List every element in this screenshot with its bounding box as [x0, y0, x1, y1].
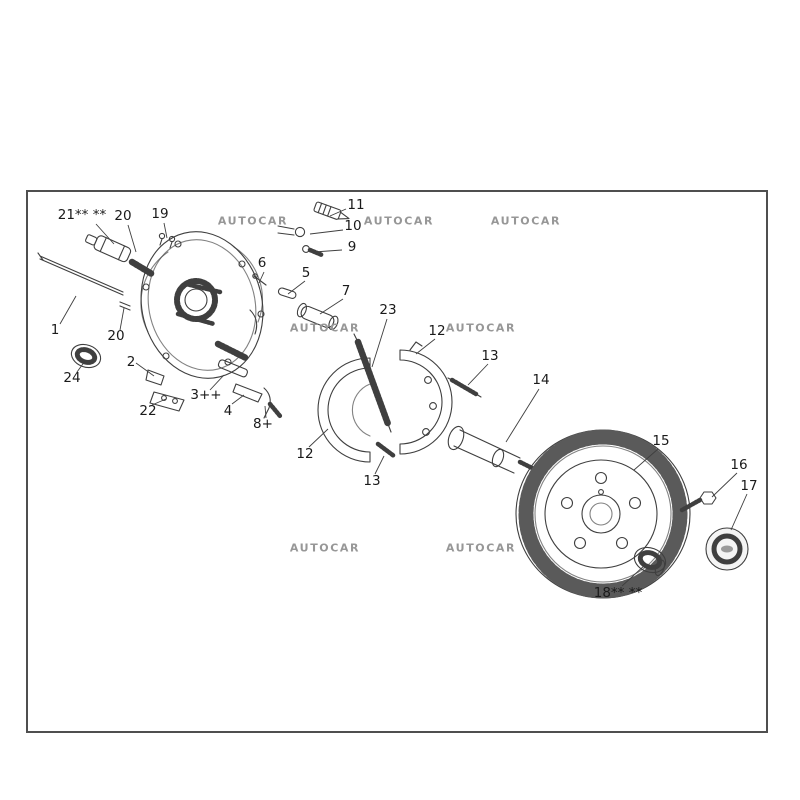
watermark: AUTOCAR	[490, 214, 562, 228]
adjuster-cylinder-part-21	[85, 234, 132, 263]
pin-part-5	[277, 287, 297, 299]
spring-part-13-upper	[447, 377, 482, 398]
watermark: AUTOCAR	[445, 541, 517, 555]
part-label-7: 7	[341, 283, 351, 299]
part-label-14: 14	[532, 372, 550, 388]
exploded-diagram-drawing	[37, 201, 749, 599]
part-label-20-top: 20	[114, 208, 132, 224]
part-label-8: 8+	[253, 416, 273, 432]
part-label-11: 11	[347, 197, 365, 213]
part-label-21: 21** **	[57, 207, 107, 223]
part-label-22: 22	[139, 403, 157, 419]
diagram-frame	[26, 190, 768, 733]
part-label-23: 23	[379, 302, 397, 318]
part-label-9: 9	[347, 239, 357, 255]
lever-part-4	[232, 383, 263, 403]
watermark: AUTOCAR	[445, 321, 517, 335]
part-label-24: 24	[63, 370, 81, 386]
part-label-16: 16	[730, 457, 748, 473]
part-label-15: 15	[652, 433, 670, 449]
part-label-5: 5	[301, 265, 311, 281]
part-label-12-lower: 12	[296, 446, 314, 462]
fork-clip-part-10	[277, 225, 306, 238]
brake-shoe-right-part-12	[399, 341, 453, 455]
part-label-2: 2	[126, 354, 136, 370]
part-label-19: 19	[151, 206, 169, 222]
leader-lines	[59, 208, 748, 587]
screws-part-19	[158, 232, 176, 249]
part-label-13-upper: 13	[481, 348, 499, 364]
hub-nut-part-18	[633, 546, 667, 577]
bleeder-screw-part-11	[313, 201, 350, 220]
watermark: AUTOCAR	[217, 214, 289, 228]
strut-part-3	[217, 359, 248, 378]
watermark: AUTOCAR	[363, 214, 435, 228]
part-label-17: 17	[740, 478, 758, 494]
spring-part-23	[353, 333, 392, 433]
part-label-20-bottom: 20	[107, 328, 125, 344]
part-label-10: 10	[344, 218, 362, 234]
watermark: AUTOCAR	[289, 541, 361, 555]
ribbed-strut	[214, 340, 250, 362]
watermark: AUTOCAR	[289, 321, 361, 335]
rod-part-1	[37, 252, 124, 296]
spring-part-13-lower	[375, 441, 397, 459]
part-label-6: 6	[257, 255, 267, 271]
part-label-18: 18** **	[593, 585, 643, 601]
lever-part-8	[263, 387, 283, 419]
part-label-12-upper: 12	[428, 323, 446, 339]
plate-part-22	[149, 391, 185, 412]
brake-shoe-left-part-12	[317, 357, 371, 463]
bracket-part-2	[145, 369, 165, 386]
axle-spindle-part-14	[447, 425, 539, 474]
bolt-part-9	[302, 245, 325, 258]
brake-drum-part-15	[515, 429, 691, 599]
grease-cap-part-17	[705, 527, 749, 571]
part-label-13-lower: 13	[363, 473, 381, 489]
clip-part-20-bottom	[119, 301, 131, 311]
part-label-1: 1	[50, 322, 60, 338]
part-label-3: 3++	[190, 387, 222, 403]
part-label-4: 4	[223, 403, 233, 419]
wheel-cylinder-part-7	[296, 302, 339, 331]
knurled-cap-part-24	[70, 343, 102, 369]
backing-plate	[140, 231, 265, 379]
hub-bolt-part-16	[679, 491, 717, 513]
